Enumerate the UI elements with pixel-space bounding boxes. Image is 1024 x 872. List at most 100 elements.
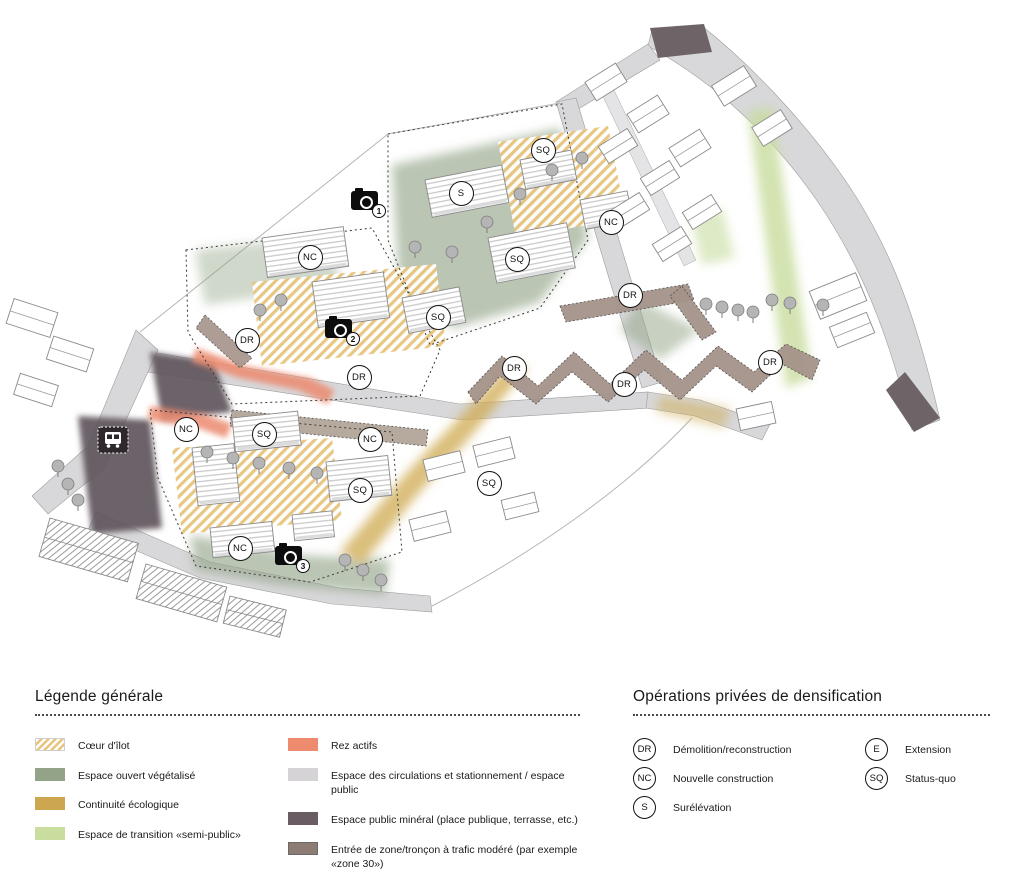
tree-icon: [699, 297, 713, 315]
tree-icon: [783, 296, 797, 314]
legend-label: Espace ouvert végétalisé: [78, 769, 196, 782]
legend-item: Continuité écologique: [35, 797, 288, 813]
operation-marker-s: S: [448, 180, 474, 206]
tree-icon: [274, 293, 288, 311]
house: [422, 450, 466, 482]
operation-label: Surélévation: [673, 801, 732, 814]
tree-icon: [731, 303, 745, 321]
tree-icon: [252, 456, 266, 474]
viewpoint-number: 1: [372, 204, 386, 218]
legend-swatch: [288, 738, 318, 751]
site-plan-svg: [5, 24, 941, 638]
operation-marker-sq: SQ: [530, 137, 556, 163]
house: [597, 127, 639, 165]
operation-marker-nc: NC: [598, 209, 624, 235]
tree-icon: [445, 245, 459, 263]
tree-icon: [61, 477, 75, 495]
operation-marker-dr: DR: [501, 355, 527, 381]
tree-icon: [71, 493, 85, 511]
operation-label: Nouvelle construction: [673, 772, 774, 785]
bus-stop-icon: [97, 426, 129, 454]
operation-marker-sq: SQ: [504, 246, 530, 272]
zone30-entries: [650, 24, 940, 432]
house: [681, 193, 723, 231]
tree-icon: [816, 298, 830, 316]
house: [13, 372, 59, 408]
operation-marker-dr: DR: [346, 364, 372, 390]
house: [651, 225, 693, 263]
operation-marker-nc: NC: [173, 416, 199, 442]
tree-icon: [338, 553, 352, 571]
legend-swatch: [35, 767, 65, 781]
legend-divider: [35, 714, 580, 716]
tree-icon: [226, 451, 240, 469]
camera-viewpoint-icon: 2: [325, 316, 360, 346]
legend-item: Rez actifs: [288, 738, 580, 754]
legend-item: Entrée de zone/tronçon à trafic modéré (…: [288, 841, 580, 872]
legend-operations-title: Opérations privées de densification: [633, 688, 883, 705]
operation-code-badge: E: [865, 738, 888, 761]
tree-icon: [746, 305, 760, 323]
viewpoint-number: 3: [296, 559, 310, 573]
legend-item: Espace public minéral (place publique, t…: [288, 812, 580, 828]
tree-icon: [513, 187, 527, 205]
legend-item: Espace ouvert végétalisé: [35, 767, 288, 784]
operation-marker-nc: NC: [227, 535, 253, 561]
house: [472, 436, 516, 468]
tree-icon: [408, 240, 422, 258]
operation-legend-item: S Surélévation: [633, 796, 865, 819]
house: [668, 128, 712, 168]
legend-swatch: [35, 827, 65, 841]
legend-swatch: [288, 812, 318, 826]
operation-marker-sq: SQ: [476, 470, 502, 496]
legend-label: Cœur d'îlot: [78, 740, 130, 752]
house-hatched-roof: [135, 563, 228, 623]
house: [5, 297, 59, 339]
operation-code-badge: S: [633, 796, 656, 819]
operation-legend-item: NC Nouvelle construction: [633, 767, 865, 790]
tree-icon: [545, 163, 559, 181]
house: [751, 109, 793, 147]
house: [828, 311, 876, 349]
house: [639, 159, 681, 197]
legend-swatch: [288, 767, 318, 781]
tree-icon: [374, 573, 388, 591]
tree-icon: [765, 293, 779, 311]
legend-item: Cœur d'îlot: [35, 738, 288, 754]
tree-icon: [253, 303, 267, 321]
legend-label: Espace public minéral (place publique, t…: [331, 814, 578, 827]
operation-marker-dr: DR: [757, 349, 783, 375]
building: [291, 510, 335, 542]
camera-viewpoint-icon: 1: [351, 188, 386, 218]
tree-icon: [480, 215, 494, 233]
operation-marker-nc: NC: [357, 426, 383, 452]
legend-label: Espace de transition «semi-public»: [78, 829, 241, 842]
operation-label: Status-quo: [905, 772, 956, 785]
operation-label: Démolition/reconstruction: [673, 743, 792, 756]
tree-icon: [200, 445, 214, 463]
legend-swatch: [35, 738, 65, 751]
block-outlines: [149, 103, 589, 583]
legend-label: Rez actifs: [331, 740, 378, 752]
legend-item: Espace des circulations et stationnement…: [288, 767, 580, 798]
tree-icon: [575, 151, 589, 169]
house: [45, 335, 95, 373]
operation-marker-dr: DR: [617, 282, 643, 308]
operation-code-badge: NC: [633, 767, 656, 790]
tree-icon: [310, 466, 324, 484]
legend-divider: [633, 714, 990, 716]
house: [710, 65, 758, 107]
operation-marker-sq: SQ: [425, 304, 451, 330]
legend-label: Continuité écologique: [78, 799, 179, 812]
operation-marker-sq: SQ: [251, 421, 277, 447]
house: [735, 400, 777, 432]
